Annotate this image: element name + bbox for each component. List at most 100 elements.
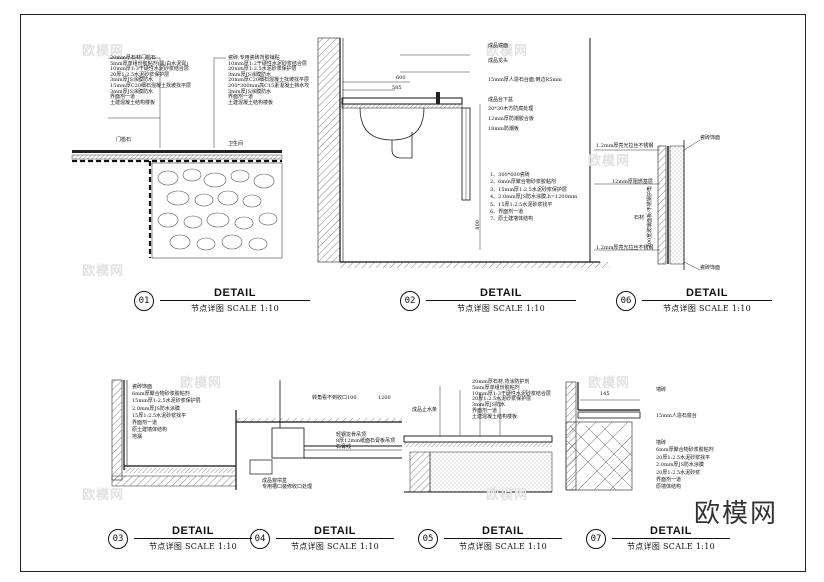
detail-06-note-top: 瓷砖饰面 [700,135,721,141]
note-line: 成品窗帘盒 [262,478,288,484]
detail-05-drawing [403,386,553,493]
detail-heading: DETAIL [276,525,394,539]
watermark-8: 欧模网 [486,487,529,502]
note-line: 3mm厚JS涂膜防水 [228,71,272,78]
note-line: 18mm防潮板 [488,125,519,132]
detail-07-note-0: 墙砖 [656,387,667,393]
note-line: 4、2.0mm厚JS防水涂膜,h=1200mm [490,194,578,201]
note-line: 界面剂一道 [472,407,498,414]
detail-04-top-label: 转角看不到收口100 [312,395,357,401]
detail-heading: DETAIL [444,525,562,539]
note-line: 土建混凝土结构楼板 [472,413,518,420]
note-line: 5、15厚1:2.5水泥砂浆找平 [490,201,553,208]
note-line: 成品台下盆 [488,96,514,103]
note-line: 10mm厚1:3干硬性水泥砂浆结合层 [472,390,551,397]
note-line: 3mm厚JS涂膜防水 [228,88,272,95]
detail-01-room-label: 卫生间 [228,141,244,147]
note-line: 3mm厚JS涂膜防水 [110,77,154,84]
detail-07-notes: 墙砖 6mm厚聚合物砂浆胶粘剂 20厚1:2.5水泥砂浆找平 2.0mm厚JS防… [656,440,714,492]
detail-scale: 节点详图 SCALE 1:10 [190,304,280,313]
detail-03-drawing [111,379,237,487]
note-line: 8厚12mm纸面石膏板吊顶 [336,438,396,445]
detail-number-circle: 06 [616,290,636,311]
note-line: 地漏 [132,434,143,441]
detail-06-note-bottom: 瓷砖饰面 [700,265,721,271]
watermark-2: 欧模网 [82,263,125,278]
note-line: 土建混凝土结构楼板 [110,99,156,106]
detail-04-drawing [235,380,402,490]
note-line: 6mm厚聚合物砂浆胶粘剂 [132,391,190,398]
detail-06-note-3: 石材 [634,215,645,221]
note-line: 5mm厚单组份胶粘剂 [472,384,520,391]
note-line: 界面剂一道 [132,420,158,427]
detail-01-drawing [71,57,283,259]
watermark-1: 欧模网 [82,43,125,58]
detail-02-dim-height: 800 [474,220,481,230]
detail-02-dim-top: 600 [396,75,406,81]
note-line: 5mm厚单组份胶粘剂(黑/白水泥膏) [110,60,189,67]
detail-07-dim: 145 [600,391,610,397]
detail-04-notes-bottom: 成品窗帘盒 专用槽口装修收口处理 [262,478,312,490]
note-line: 瓷砖饰面 [132,384,153,390]
drawing-sheet-frame [20,14,806,572]
detail-number-circle: 07 [586,528,606,549]
note-line: 7、原土建墙体结构 [490,216,534,223]
note-line: 界面剂一道 [110,94,136,101]
watermark-5: 欧模网 [180,375,223,390]
note-line: 1、300*600瓷砖 [490,172,530,178]
note-line: 20mm厚1:2.5水泥砂浆保护层 [228,66,297,73]
note-line: 成品镜面 [488,43,509,49]
note-line: 20厚1:2.5水泥砂浆找平 [656,454,711,461]
note-line: 20mm厚石材,背涂防护剂 [472,379,530,385]
detail-heading: DETAIL [642,287,772,301]
note-line: 6mm厚聚合物砂浆胶粘剂 [656,447,714,454]
note-line: 6、界面剂一道 [490,209,524,216]
note-line: 10mm厚1:3干硬性水泥砂浆结合层 [110,66,189,73]
note-line: 界面剂一道 [228,94,254,101]
note-line: 瓷砖,专用瓷砖背胶铺贴 [228,55,280,61]
detail-heading: DETAIL [426,287,576,301]
note-line: 专用槽口装修收口处理 [262,484,313,491]
note-line: 土建混凝土结构楼板 [228,99,274,106]
note-line: 3mm厚JS防水 [472,402,506,409]
note-line: 12mm厚防潮胶合板 [488,115,534,122]
detail-number-circle: 03 [108,528,128,549]
detail-05-notes: 20mm厚石材,背涂防护剂 5mm厚单组份胶粘剂 10mm厚1:3干硬性水泥砂浆… [472,379,551,421]
watermark-4: 欧模网 [588,153,631,168]
note-line: 10mm厚1:2干硬性水泥砂浆结合层 [228,60,307,67]
detail-03-notes: 瓷砖饰面 6mm厚聚合物砂浆胶粘剂 15mm厚1:2.5水泥砂浆保护层 2.0m… [132,384,201,442]
brand-logo-text: 欧模网 [693,499,778,529]
detail-scale: 节点详图 SCALE 1:10 [458,542,548,551]
detail-heading: DETAIL [160,287,310,301]
detail-06-note-vertical: 300宽玻璃面板/不锈钢护角 [646,186,653,248]
note-line: 2.0mm厚JS防水涂膜 [132,405,180,412]
detail-heading: DETAIL [134,525,252,539]
note-line: 15mm厚C20细石混凝土找坡找平层 [110,82,192,89]
detail-01-title-block: 01 DETAIL 节点详图 SCALE 1:10 [134,287,310,314]
watermark-6: 欧模网 [588,375,631,390]
detail-01-notes-left: 20mm厚石材门槛石 5mm厚单组份胶粘剂(黑/白水泥膏) 10mm厚1:3干硬… [110,55,192,106]
note-line: 界面剂一道 [656,477,682,484]
detail-02-notes-list: 1、300*600瓷砖 2、6mm厚聚合物砂浆胶粘剂 3、15mm厚1:2.5水… [490,172,577,224]
detail-07-note-1: 15mm人造石窗台 [656,413,697,419]
note-line: 20*30木方防腐处理 [488,106,534,113]
note-line: 原土建墙体结构 [132,427,168,434]
detail-02-drawing [317,37,610,268]
note-line: 3、15mm厚1:2.5水泥砂浆保护层 [490,186,567,193]
detail-01-threshold-label: 门槛石 [116,137,132,143]
detail-06-note-2: 12mm厚阻燃基层 [612,179,653,185]
detail-number-circle: 01 [134,290,154,311]
note-line: 成品龙头 [488,57,509,64]
detail-07-drawing [565,381,641,491]
detail-04-dim: 1200 [378,395,391,401]
detail-02-notes-top: 成品镜面 成品龙头 15mm厚人造石台面,倒边R5mm 成品台下盆 20*30木… [488,43,562,132]
note-line: 石膏线 [336,444,352,451]
detail-04-notes-right: 轻钢龙骨吊顶 8厚12mm纸面石膏板吊顶 石膏线 [336,432,395,451]
note-line: 20mm厚C20细石混凝土找坡找平层 [228,77,310,84]
detail-number-circle: 04 [250,528,270,549]
note-line: 200*300mm高C15素混凝土挡水坎 [228,82,310,89]
